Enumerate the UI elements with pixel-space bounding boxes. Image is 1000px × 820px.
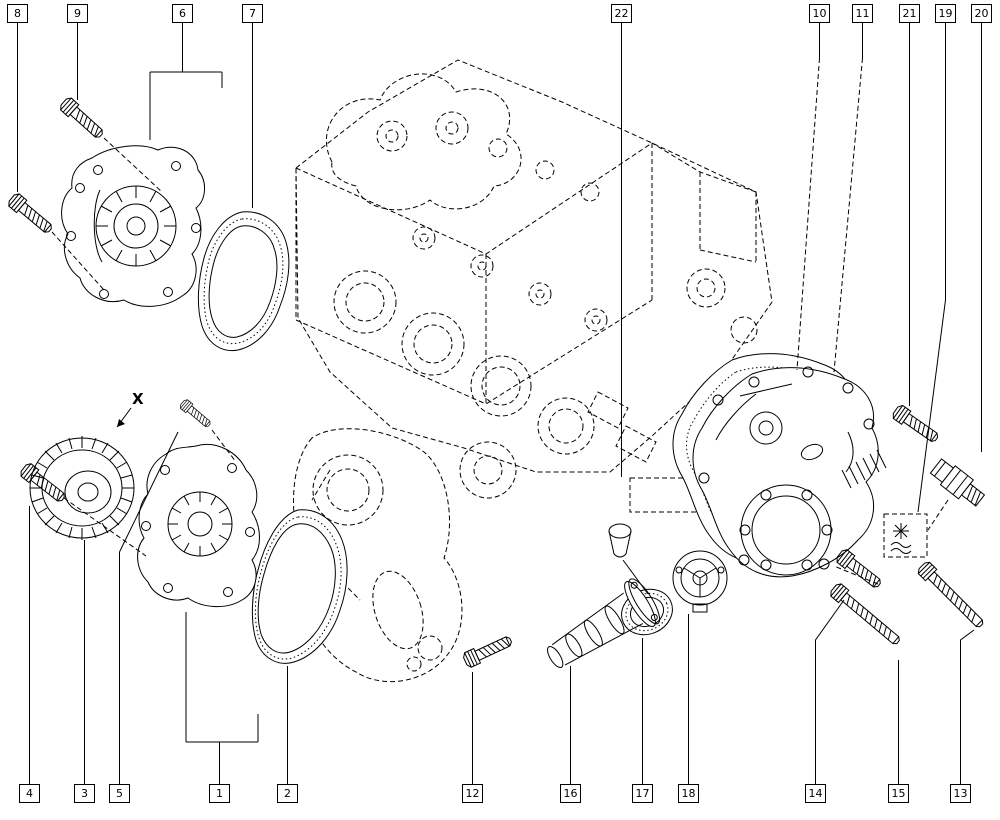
engine-block-drawing [293, 59, 773, 683]
sensor-box-19 [883, 513, 928, 558]
callout-17[interactable]: 17 [632, 784, 653, 803]
callout-22[interactable]: 22 [611, 4, 632, 23]
callout-4[interactable]: 4 [19, 784, 40, 803]
assembly-axis-lines [51, 57, 949, 585]
callout-2[interactable]: 2 [277, 784, 298, 803]
callout-1[interactable]: 1 [209, 784, 230, 803]
part-1-pump-housing [137, 444, 260, 607]
callout-21[interactable]: 21 [899, 4, 920, 23]
part-3-pulley [29, 436, 135, 540]
callout-13[interactable]: 13 [950, 784, 971, 803]
part-10-coolant-housing [692, 366, 887, 578]
callout-7[interactable]: 7 [242, 4, 263, 23]
callout-20[interactable]: 20 [971, 4, 992, 23]
callout-10[interactable]: 10 [809, 4, 830, 23]
screw-5 [178, 398, 214, 430]
callout-5[interactable]: 5 [109, 784, 130, 803]
bolt-15 [828, 581, 904, 649]
bolt-21 [890, 403, 942, 447]
part-22-plug [608, 523, 649, 595]
callout-15[interactable]: 15 [888, 784, 909, 803]
x-marker-annotation: X [116, 390, 144, 428]
callout-11[interactable]: 11 [852, 4, 873, 23]
callout-18[interactable]: 18 [678, 784, 699, 803]
temperature-icon [890, 523, 912, 554]
bolt-13 [915, 559, 988, 632]
sensor-20 [929, 458, 986, 507]
part-18-thermostat [672, 550, 728, 613]
bolt-8 [6, 191, 56, 237]
callout-3[interactable]: 3 [74, 784, 95, 803]
callout-19[interactable]: 19 [935, 4, 956, 23]
callout-14[interactable]: 14 [805, 784, 826, 803]
part-7-water-pump-gasket [197, 211, 290, 352]
leader-lines [17, 23, 982, 784]
part-6-water-pump [61, 145, 205, 307]
x-marker-label: X [132, 390, 144, 408]
callout-8[interactable]: 8 [7, 4, 28, 23]
part-2-gasket [251, 509, 348, 664]
callout-16[interactable]: 16 [560, 784, 581, 803]
bolt-12 [461, 632, 515, 670]
callout-9[interactable]: 9 [67, 4, 88, 23]
part-16-water-outlet-pipe [547, 578, 661, 669]
callout-6[interactable]: 6 [172, 4, 193, 23]
callout-12[interactable]: 12 [462, 784, 483, 803]
bolt-9 [57, 95, 107, 142]
